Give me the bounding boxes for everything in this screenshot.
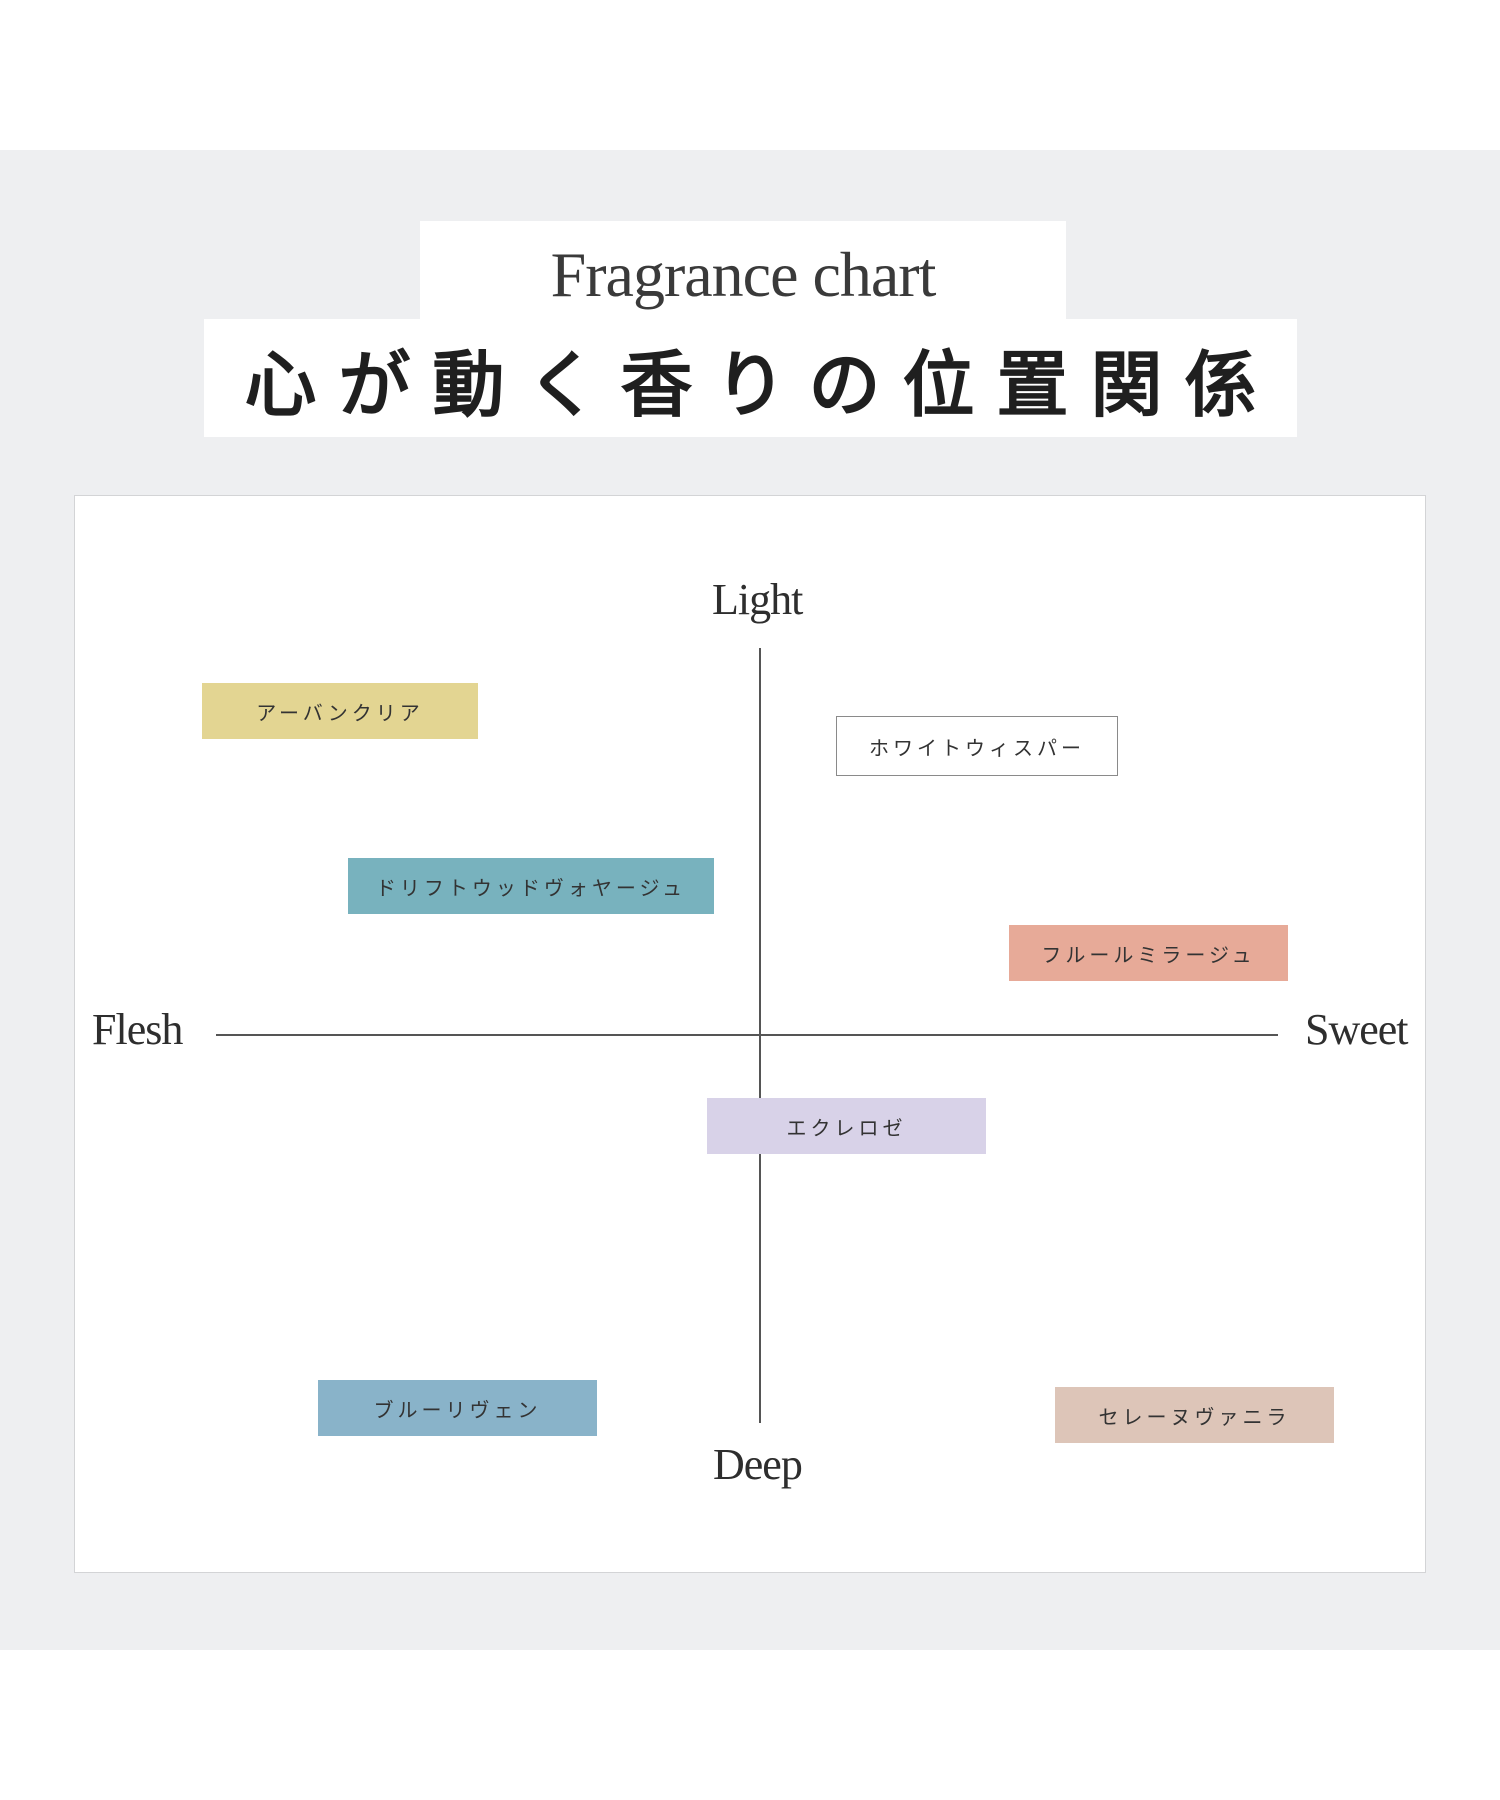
fragrance-tag-fleur-mirage: フルールミラージュ <box>1009 925 1288 981</box>
fragrance-label: フルールミラージュ <box>1041 942 1256 967</box>
fragrance-label: ブルーリヴェン <box>373 1397 542 1422</box>
fragrance-tag-eclat-rose: エクレロゼ <box>707 1098 986 1154</box>
title-en-box: Fragrance chart <box>420 221 1066 323</box>
title-jp-box: 心が動く香りの位置関係 <box>204 319 1297 437</box>
vertical-axis-line <box>759 648 761 1423</box>
axis-label-sweet: Sweet <box>1305 1005 1409 1054</box>
fragrance-label: セレーヌヴァニラ <box>1098 1404 1291 1429</box>
fragrance-tag-blue-riven: ブルーリヴェン <box>318 1380 597 1436</box>
axis-label-light: Light <box>712 575 803 624</box>
fragrance-label: ドリフトウッドヴォヤージュ <box>375 875 687 900</box>
fragrance-tag-urban-clear: アーバンクリア <box>202 683 478 739</box>
title-en: Fragrance chart <box>550 239 937 310</box>
axis-label-flesh: Flesh <box>92 1005 183 1054</box>
title-jp: 心が動く香りの位置関係 <box>244 341 1279 427</box>
fragrance-label: エクレロゼ <box>786 1115 907 1140</box>
axis-label-deep: Deep <box>713 1440 803 1489</box>
fragrance-tag-white-whisper: ホワイトウィスパー <box>836 716 1118 776</box>
fragrance-tag-selene-vanilla: セレーヌヴァニラ <box>1055 1387 1334 1443</box>
fragrance-tag-driftwood-voyage: ドリフトウッドヴォヤージュ <box>348 858 714 914</box>
horizontal-axis-line <box>216 1034 1278 1036</box>
fragrance-label: ホワイトウィスパー <box>869 735 1085 760</box>
fragrance-label: アーバンクリア <box>256 700 424 725</box>
